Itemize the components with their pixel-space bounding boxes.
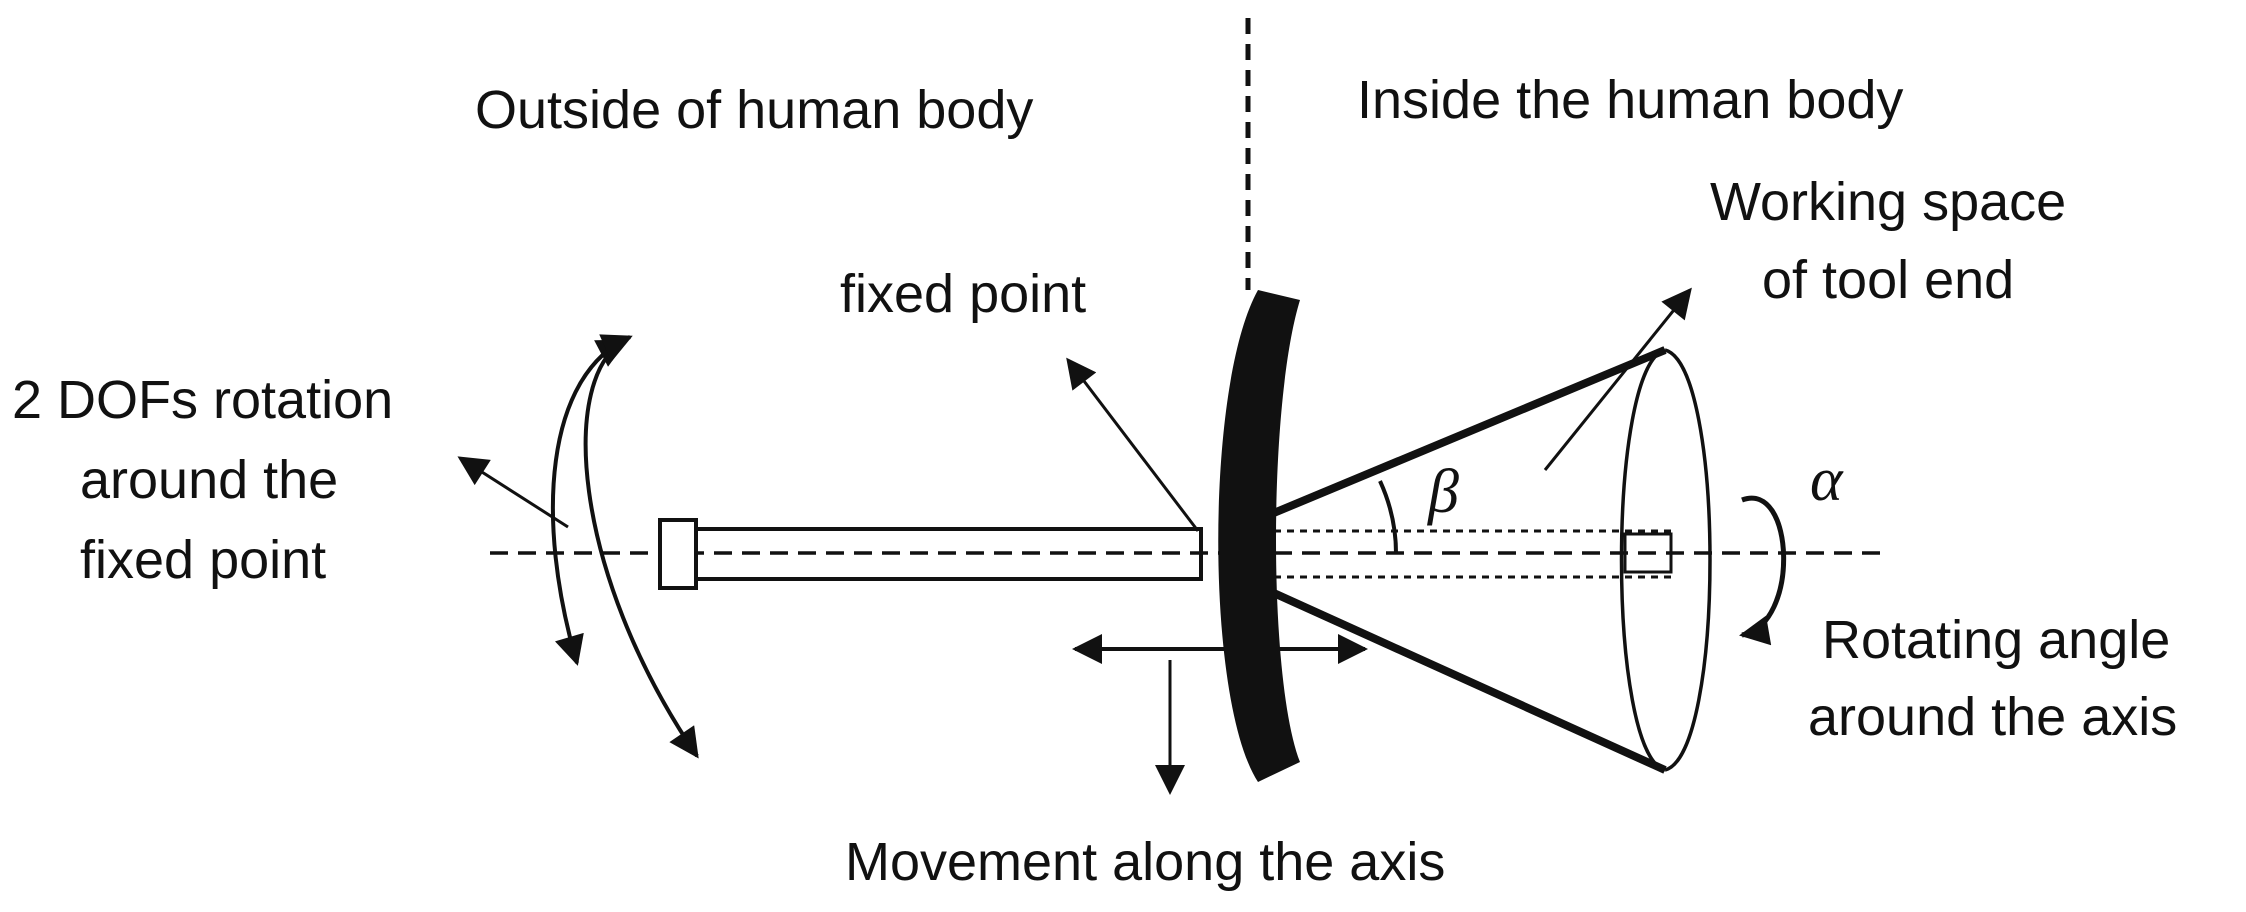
cone-base-ellipse-back	[1619, 348, 1666, 772]
rotation-label-line1: 2 DOFs rotation	[12, 370, 393, 430]
rotating-angle-label-line2: around the axis	[1808, 687, 2177, 747]
cone-base-ellipse-front	[1664, 348, 1712, 772]
workspace-pointer-arrow	[1543, 287, 1692, 471]
outside-body-label: Outside of human body	[475, 80, 1033, 140]
workspace-label-line1: Working space	[1710, 172, 2066, 232]
rotation-label-line2: around the	[80, 450, 338, 510]
cone-lower-edge	[1243, 576, 1667, 774]
inside-body-label: Inside the human body	[1357, 70, 1903, 130]
rotation-arc-2	[550, 334, 633, 666]
instrument-tip	[1623, 532, 1673, 574]
beta-symbol: β	[1427, 458, 1459, 526]
fixed-point-label: fixed point	[840, 264, 1086, 324]
workspace-label-line2: of tool end	[1762, 250, 2014, 310]
alpha-symbol: α	[1810, 446, 1844, 514]
rotation-label-line3: fixed point	[80, 530, 326, 590]
alpha-rotation-arrow	[1739, 495, 1787, 646]
fixed-point-arrow	[1066, 357, 1200, 532]
instrument-handle	[658, 518, 698, 590]
cone-upper-edge	[1243, 346, 1667, 529]
beta-angle-arc	[1378, 480, 1398, 554]
body-wall	[1218, 290, 1300, 782]
rotating-angle-label-line1: Rotating angle	[1822, 610, 2170, 670]
rotation-pointer-arrow	[457, 456, 569, 529]
movement-label: Movement along the axis	[845, 832, 1445, 892]
